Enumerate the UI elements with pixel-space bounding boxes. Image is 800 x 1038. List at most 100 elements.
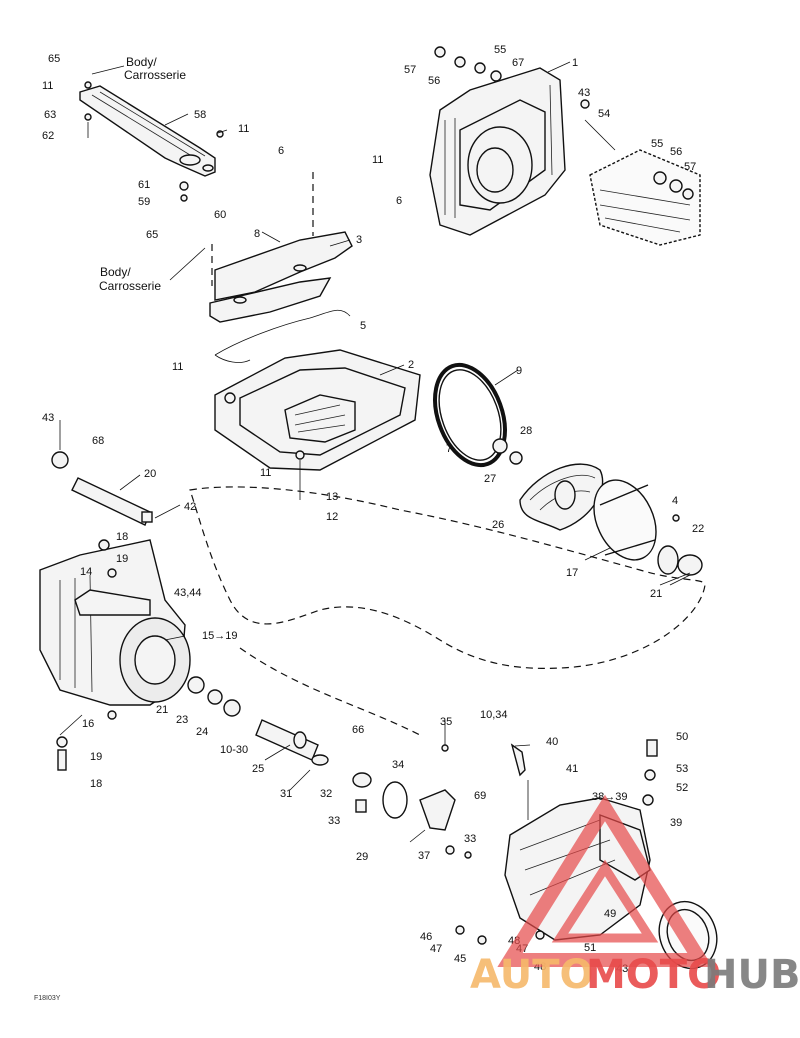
label-41: 41 [566, 763, 578, 775]
wear-ring-part [433, 362, 507, 468]
label-11b: 11 [238, 123, 249, 135]
label-56a: 56 [428, 75, 440, 87]
label-63: 63 [44, 109, 56, 121]
assembly-outline-part [189, 486, 706, 669]
label-60: 60 [214, 209, 226, 221]
label-26: 26 [492, 519, 504, 531]
label-9: 9 [516, 365, 522, 377]
label-3839: 38→39 [592, 791, 627, 803]
label-13: 13 [326, 491, 338, 503]
label-53: 53 [676, 763, 688, 775]
label-42: 42 [184, 501, 196, 513]
label-7: 7 [446, 443, 452, 455]
label-39: 39 [670, 817, 682, 829]
label-12: 12 [326, 511, 338, 523]
label-59: 59 [138, 196, 150, 208]
label-33b: 33 [464, 833, 476, 845]
bearing-stack-part [187, 676, 329, 766]
leader-lines [59, 61, 691, 843]
label-8: 8 [254, 228, 260, 240]
label-1: 1 [572, 57, 578, 69]
gasket-line-part [214, 309, 351, 363]
label-57a: 57 [404, 64, 416, 76]
automotohub-watermark: AUTO MOTO HUB [470, 794, 800, 998]
label-49: 49 [604, 908, 616, 920]
label-27: 27 [484, 473, 496, 485]
label-61: 61 [138, 179, 150, 191]
label-46: 46 [420, 931, 432, 943]
pump-housing-part [429, 46, 566, 236]
label-18b: 18 [90, 778, 102, 790]
label-14: 14 [80, 566, 92, 578]
label-55a: 55 [494, 44, 506, 56]
label-21b: 21 [156, 704, 168, 716]
label-6: 6 [278, 145, 284, 157]
label-43a: 43 [578, 87, 590, 99]
label-54: 54 [598, 108, 610, 120]
drive-shaft-part [51, 420, 153, 526]
label-28: 28 [520, 425, 532, 437]
label-20: 20 [144, 468, 156, 480]
label-23: 23 [176, 714, 188, 726]
label-11d: 11 [172, 361, 183, 373]
label-4: 4 [672, 495, 678, 507]
impeller-part [492, 438, 604, 531]
body-label-line2: Carrosserie [124, 68, 186, 82]
label-11e: 11 [260, 467, 271, 479]
label-52: 52 [676, 782, 688, 794]
label-11a: 11 [42, 80, 53, 92]
label-68: 68 [92, 435, 104, 447]
label-2: 2 [408, 359, 414, 371]
label-1519: 15→19 [202, 630, 237, 642]
label-32: 32 [320, 788, 332, 800]
label-67: 67 [512, 57, 524, 69]
steering-nozzle-part [352, 744, 472, 859]
label-37: 37 [418, 850, 430, 862]
label-1034: 10,34 [480, 709, 508, 721]
figure-reference: F18I03Y [34, 995, 61, 1002]
label-57b: 57 [684, 161, 696, 173]
label-17: 17 [566, 567, 578, 579]
label-24: 24 [196, 726, 208, 738]
label-3: 3 [356, 234, 362, 246]
label-19a: 19 [116, 553, 128, 565]
label-34: 34 [392, 759, 404, 771]
label-6b: 6 [396, 195, 402, 207]
label-66: 66 [352, 724, 364, 736]
label-19b: 19 [90, 751, 102, 763]
label-40: 40 [546, 736, 558, 748]
label-11c: 11 [372, 154, 383, 166]
label-35: 35 [440, 716, 452, 728]
watermark-auto: AUTO [470, 952, 594, 998]
label-21a: 21 [650, 588, 662, 600]
label-31: 31 [280, 788, 292, 800]
label-50: 50 [676, 731, 688, 743]
label-45: 45 [454, 953, 466, 965]
label-22: 22 [692, 523, 704, 535]
label-1030: 10-30 [220, 744, 248, 756]
label-5: 5 [360, 320, 366, 332]
label-33a: 33 [328, 815, 340, 827]
watermark-moto: MOTO [586, 952, 721, 998]
watermark-hub: HUB [704, 952, 800, 998]
venturi-housing-part [39, 539, 191, 771]
label-69: 69 [474, 790, 486, 802]
body-label-mid-line1: Body/ [100, 265, 131, 279]
label-56b: 56 [670, 146, 682, 158]
body-label-mid-line2: Carrosserie [99, 279, 161, 293]
label-62: 62 [42, 130, 54, 142]
label-55b: 55 [651, 138, 663, 150]
label-16: 16 [82, 718, 94, 730]
label-51: 51 [584, 942, 596, 954]
cover-plate-part [209, 172, 353, 323]
label-58: 58 [194, 109, 206, 121]
label-65a: 65 [48, 53, 60, 65]
label-4344: 43,44 [174, 587, 202, 599]
label-65b: 65 [146, 229, 158, 241]
label-43b: 43 [42, 412, 54, 424]
support-bracket-part [79, 81, 224, 202]
label-29: 29 [356, 851, 368, 863]
ride-plate-part [214, 349, 421, 500]
part-number-labels: 65 11 63 62 58 11 61 59 60 6 65 8 3 5 57… [42, 44, 704, 975]
